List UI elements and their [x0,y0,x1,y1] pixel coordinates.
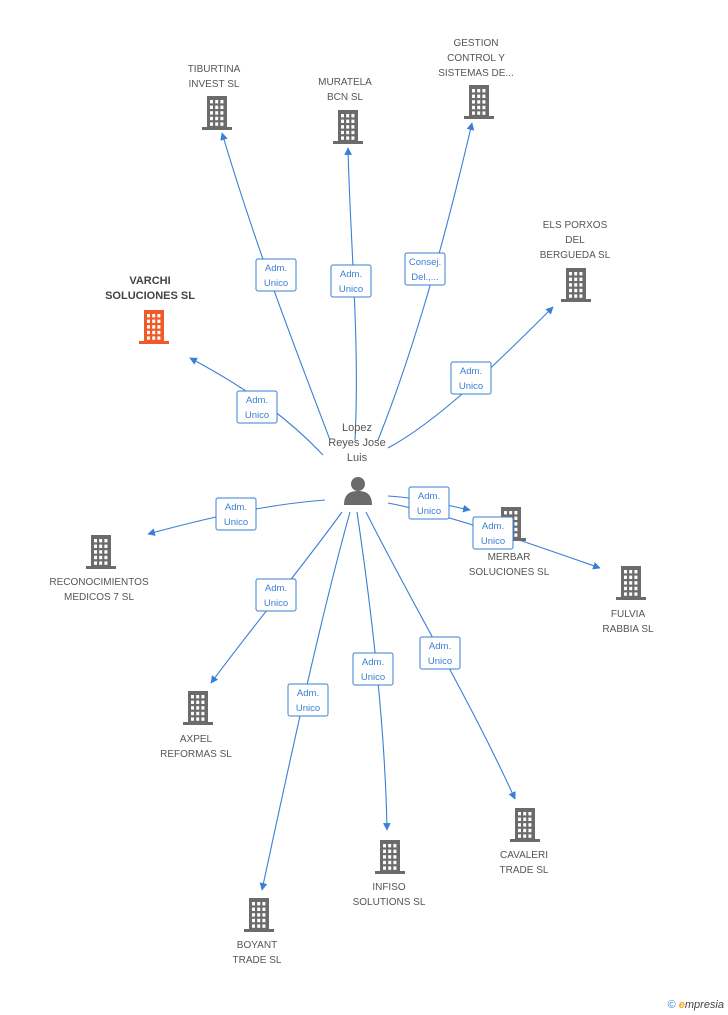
company-node-infiso[interactable]: INFISO SOLUTIONS SL [353,840,426,908]
company-label-line: GESTION [453,38,498,49]
role-badge-text: Unico [224,517,248,528]
building-icon [183,691,213,725]
role-badge-text: Unico [428,656,452,667]
company-node-fulvia[interactable]: FULVIA RABBIA SL [602,566,654,635]
company-label-line: RABBIA SL [602,624,654,635]
company-label-line: MEDICOS 7 SL [64,592,134,603]
role-badge-text: Unico [296,703,320,714]
role-badge-porxos[interactable]: Adm. Unico [450,361,492,395]
copyright-symbol: © [667,999,676,1011]
company-label-line: INFISO [372,882,406,893]
company-label-line: INVEST SL [189,79,240,90]
company-label-line: SOLUCIONES SL [469,567,550,578]
role-badge-text: Adm. [340,269,362,280]
company-node-porxos[interactable]: ELS PORXOS DEL BERGUEDA SL [540,220,611,302]
company-label-line: TRADE SL [500,865,549,876]
building-icon [86,535,116,569]
role-badge-text: Unico [481,536,505,547]
company-label-line: SISTEMAS DE... [438,68,514,79]
company-node-cavaleri[interactable]: CAVALERI TRADE SL [500,808,549,876]
company-label-line: BOYANT [237,940,277,951]
building-icon [375,840,405,874]
brand-logo-initial: e [678,999,685,1011]
company-node-reconocimientos[interactable]: RECONOCIMIENTOS MEDICOS 7 SL [49,535,149,603]
building-icon [616,566,646,600]
building-icon [244,898,274,932]
edge-gestion [377,122,475,441]
building-icon [561,268,591,302]
company-label-line: FULVIA [611,609,646,620]
role-badge-text: Adm. [460,366,482,377]
company-node-varchi[interactable]: VARCHI SOLUCIONES SL [105,275,195,344]
role-badge-text: Adm. [429,641,451,652]
role-badge-fulvia[interactable]: Adm. Unico [472,516,514,550]
building-icon [202,96,232,130]
role-badge-text: Consej. [409,257,441,268]
company-label-line: RECONOCIMIENTOS [49,577,149,588]
role-badge-text: Unico [245,410,269,421]
company-node-boyant[interactable]: BOYANT TRADE SL [233,898,282,966]
company-label-line: BCN SL [327,92,364,103]
company-node-muratela[interactable]: MURATELA BCN SL [318,77,372,144]
role-badge-text: Adm. [265,263,287,274]
role-badge-text: Adm. [265,583,287,594]
company-label-line: SOLUCIONES SL [105,290,195,302]
role-badge-text: Adm. [246,395,268,406]
company-node-gestion[interactable]: GESTION CONTROL Y SISTEMAS DE... [438,38,514,119]
person-icon [344,477,372,505]
role-badge-tiburtina[interactable]: Adm. Unico [255,258,297,292]
company-label-line: MURATELA [318,77,372,88]
building-icon [333,110,363,144]
company-label-line: DEL [565,235,585,246]
company-node-tiburtina[interactable]: TIBURTINA INVEST SL [188,64,241,130]
footer-brand: © empresia [668,999,724,1011]
building-icon [464,85,494,119]
role-badge-axpel[interactable]: Adm. Unico [255,578,297,612]
person-name-line: Reyes Jose [328,437,385,449]
role-badge-text: Adm. [225,502,247,513]
role-badge-text: Unico [264,278,288,289]
brand-logo-text: mpresia [684,999,724,1011]
role-badge-text: Adm. [297,688,319,699]
badges-layer: Adm.UnicoAdm.UnicoConsej.Del.,...Adm.Uni… [215,252,514,717]
role-badge-text: Adm. [482,521,504,532]
edge-tiburtina [220,132,331,441]
company-label-line: CONTROL Y [447,53,505,64]
company-label-line: CAVALERI [500,850,548,861]
role-badge-varchi[interactable]: Adm. Unico [236,390,278,424]
role-badge-muratela[interactable]: Adm. Unico [330,264,372,298]
role-badge-text: Unico [361,672,385,683]
nodes-layer: TIBURTINA INVEST SL MURATELA BCN SL GESTION C… [49,38,654,966]
role-badge-merbar[interactable]: Adm. Unico [408,486,450,520]
role-badge-cavaleri[interactable]: Adm. Unico [419,636,461,670]
company-label-line: REFORMAS SL [160,749,232,760]
company-label-line: TRADE SL [233,955,282,966]
role-badge-text: Adm. [362,657,384,668]
building-icon [139,310,169,344]
company-label-line: ELS PORXOS [543,220,608,231]
building-icon [510,808,540,842]
person-name-line: Luis [347,452,368,464]
role-badge-infiso[interactable]: Adm. Unico [352,652,394,686]
company-label-line: VARCHI [129,275,170,287]
company-label-line: AXPEL [180,734,213,745]
role-badge-boyant[interactable]: Adm. Unico [287,683,329,717]
role-badge-gestion[interactable]: Consej. Del.,... [404,252,446,286]
role-badge-text: Unico [264,598,288,609]
role-badge-text: Adm. [418,491,440,502]
company-label-line: MERBAR [488,552,531,563]
company-label-line: SOLUTIONS SL [353,897,426,908]
role-badge-text: Unico [459,381,483,392]
role-badge-text: Del.,... [411,272,438,283]
role-badge-text: Unico [339,284,363,295]
company-node-axpel[interactable]: AXPEL REFORMAS SL [160,691,232,760]
person-name-line: Lopez [342,422,372,434]
company-label-line: TIBURTINA [188,64,241,75]
role-badge-text: Unico [417,506,441,517]
role-badge-reconocimientos[interactable]: Adm. Unico [215,497,257,531]
company-label-line: BERGUEDA SL [540,250,611,261]
